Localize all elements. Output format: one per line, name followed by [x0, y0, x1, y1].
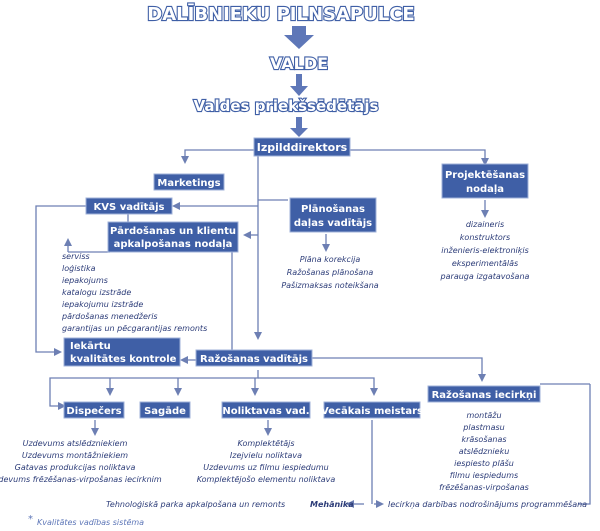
list-iecirkni: montāžu plastmasu krāsošanas atslēdzniek… — [439, 411, 529, 492]
node-projektesanas-2: nodaļa — [466, 184, 504, 195]
list-item: serviss — [62, 252, 90, 261]
list-item: Izejvielu noliktava — [230, 451, 302, 460]
node-kvalitates-box: Iekārtu kvalitātes kontrole — [63, 337, 181, 367]
bottom-tehnologiska: Tehnoloģiskā parka apkalpošana un remont… — [106, 499, 285, 509]
list-item: filmu iespiedums — [450, 471, 518, 480]
list-item: Pašizmaksas noteikšana — [281, 280, 378, 290]
list-item: plastmasu — [462, 423, 504, 432]
list-item: loģistika — [62, 264, 96, 273]
list-pardosanas: serviss loģistika iepakojums katalogu iz… — [61, 252, 207, 333]
node-pardosanas-1: Pārdošanas un klientu — [110, 225, 236, 237]
node-vecakais-meistars-box: Vecākais meistars — [321, 401, 423, 419]
node-marketings: Marketings — [157, 178, 220, 189]
node-razosanas-iecirkni-box: Ražošanas iecirkņi — [427, 385, 541, 403]
node-kvs-vaditajs-box: KVS vadītājs — [85, 197, 173, 215]
node-izpilddirektors: Izpilddirektors — [257, 141, 348, 154]
list-item: iepakojums — [62, 276, 108, 285]
list-planosanas: Plāna korekcija Ražošanas plānošana Paši… — [281, 255, 378, 290]
node-planosanas-box: Plānošanas daļas vadītājs — [289, 197, 377, 233]
node-sapulce: DALĪBNIEKU PILNSAPULCE — [147, 4, 414, 25]
top-title: DALĪBNIEKU PILNSAPULCE VALDE Valdes prie… — [146, 3, 416, 116]
node-marketings-box: Marketings — [153, 173, 225, 191]
list-item: iespiesto plāšu — [454, 458, 514, 468]
node-pardosanas-2: apkalpošanas nodaļa — [114, 238, 233, 250]
list-item: Uzdevums uz filmu iespiedumu — [203, 463, 329, 472]
list-item: garantijas un pēcgarantijas remonts — [62, 324, 207, 333]
list-item: Uzdevums frēzēšanas-virpošanas iecirknim — [0, 474, 162, 484]
list-dispecers: Uzdevums atslēdzniekiem Uzdevums montāžn… — [0, 439, 162, 484]
node-sagade-box: Sagāde — [139, 401, 191, 419]
node-kvalitates-2: kvalitātes kontrole — [70, 354, 177, 365]
node-razosanas-vaditajs-box: Ražošanas vadītājs — [195, 349, 313, 367]
node-vecakais-meistars: Vecākais meistars — [321, 406, 423, 417]
node-izpilddirektors-box: Izpilddirektors — [253, 137, 351, 157]
bottom-mehanika: Mehānika — [310, 500, 354, 509]
list-noliktavas: Komplektētājs Izejvielu noliktava Uzdevu… — [197, 439, 336, 484]
list-item: dizaineris — [466, 220, 504, 229]
node-razosanas-iecirkni: Ražošanas iecirkņi — [432, 389, 537, 401]
list-item: Gatavas produkcijas noliktava — [15, 463, 136, 472]
legend: * Kvalitātes vadības sistēma — [28, 514, 144, 527]
bottom-iecirkna: Iecirkņa darbības nodrošinājums programm… — [388, 499, 587, 509]
list-item: inženieris-elektroniķis — [441, 246, 529, 255]
node-dispecers-box: Dispečers — [63, 401, 125, 419]
list-item: Ražošanas plānošana — [287, 267, 374, 277]
list-item: Komplektējošo elementu noliktava — [197, 474, 336, 484]
list-item: krāsošanas — [461, 434, 506, 444]
node-dispecers: Dispečers — [66, 405, 121, 417]
list-item: Uzdevums montāžniekiem — [22, 451, 128, 460]
node-noliktavas: Noliktavas vad. — [222, 406, 309, 417]
bottom-row: Tehnoloģiskā parka apkalpošana un remont… — [106, 499, 587, 509]
node-priekssedetajs: Valdes priekšsēdētājs — [194, 97, 379, 115]
list-item: atslēdznieku — [459, 447, 510, 456]
list-item: iepakojumu izstrāde — [62, 300, 143, 309]
list-item: eksperimentālās — [452, 259, 518, 268]
list-projektesanas: dizaineris konstruktors inženieris-elekt… — [440, 220, 530, 281]
node-planosanas-1: Plānošanas — [301, 203, 365, 215]
list-item: katalogu izstrāde — [62, 288, 131, 297]
list-item: Komplektētājs — [238, 439, 295, 448]
legend-mark: * — [28, 514, 33, 525]
node-razosanas-vaditajs: Ražošanas vadītājs — [200, 353, 308, 365]
list-item: parauga izgatavošana — [440, 271, 530, 281]
node-projektesanas-box: Projektēšanas nodaļa — [441, 163, 529, 199]
node-projektesanas-1: Projektēšanas — [445, 169, 525, 181]
connectors — [35, 149, 591, 508]
node-kvalitates-1: Iekārtu — [70, 341, 111, 352]
node-pardosanas-box: Pārdošanas un klientu apkalpošanas nodaļ… — [107, 221, 239, 253]
list-item: pārdošanas menedžeris — [61, 311, 158, 321]
node-planosanas-2: daļas vadītājs — [294, 218, 372, 229]
node-valde: VALDE — [270, 54, 328, 73]
node-noliktavas-box: Noliktavas vad. — [221, 401, 311, 419]
node-sagade: Sagāde — [144, 406, 186, 417]
list-item: konstruktors — [460, 233, 510, 242]
top-arrows — [284, 26, 314, 137]
list-item: Uzdevums atslēdzniekiem — [23, 439, 128, 448]
node-kvs-vaditajs: KVS vadītājs — [94, 202, 165, 213]
legend-text: Kvalitātes vadības sistēma — [37, 518, 144, 527]
list-item: frēzēšanas-virpošanas — [439, 482, 529, 492]
list-item: montāžu — [466, 411, 501, 420]
list-item: Plāna korekcija — [300, 255, 361, 264]
